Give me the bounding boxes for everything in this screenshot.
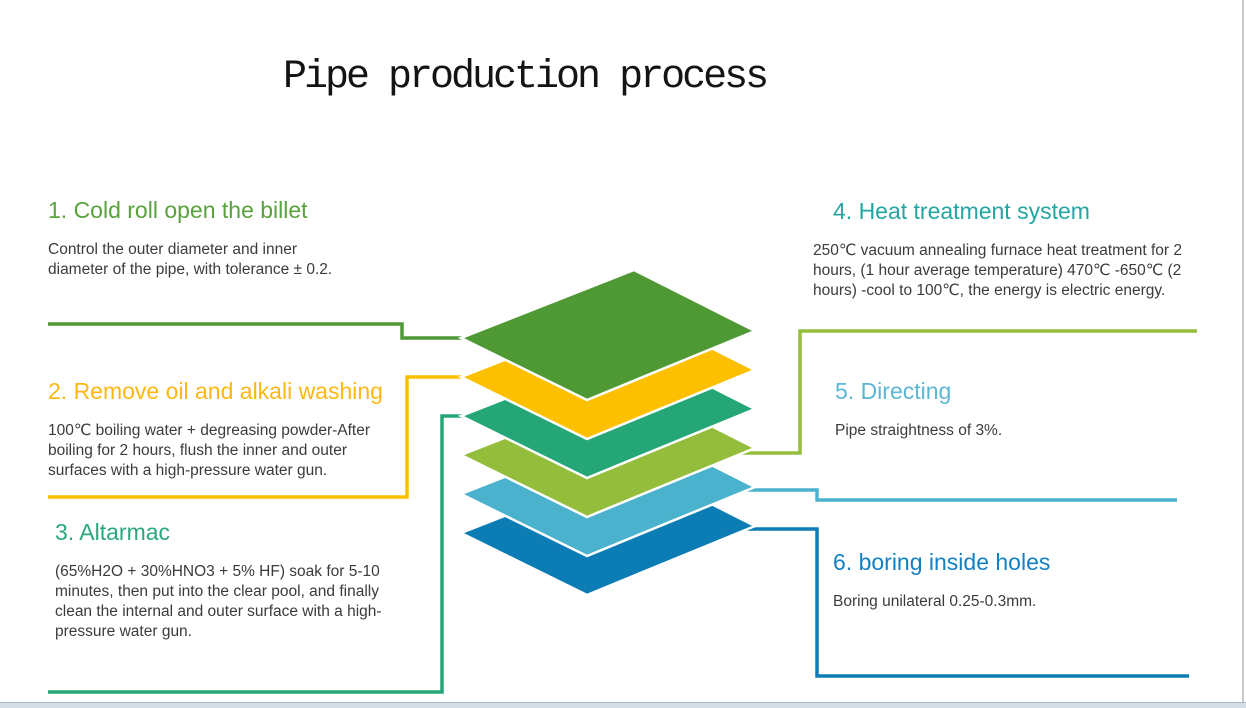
connector-altarmac xyxy=(48,414,470,694)
page-title: Pipe production process xyxy=(283,55,769,100)
section-boring-body: Boring unilateral 0.25-0.3mm. xyxy=(833,593,1037,611)
section-remove-oil: 2. Remove oil and alkali washing 100℃ bo… xyxy=(48,378,443,481)
window-bottom-edge xyxy=(0,702,1246,708)
section-boring-heading: 6. boring inside holes xyxy=(833,549,1051,575)
window-right-edge xyxy=(1242,0,1244,708)
section-cold-roll-heading: 1. Cold roll open the billet xyxy=(48,197,308,223)
connector-directing xyxy=(740,488,1177,502)
section-altarmac: 3. Altarmac (65%H2O + 30%HNO3 + 5% HF) s… xyxy=(55,519,440,642)
connector-boring xyxy=(740,527,1189,678)
section-remove-oil-body: 100℃ boiling water + degreasing powder-A… xyxy=(48,422,370,480)
section-heat-treatment-heading: 4. Heat treatment system xyxy=(833,198,1090,224)
section-cold-roll-body: Control the outer diameter and inner dia… xyxy=(48,241,333,279)
section-directing-heading: 5. Directing xyxy=(835,378,952,404)
section-remove-oil-heading: 2. Remove oil and alkali washing xyxy=(48,378,383,404)
section-boring: 6. boring inside holes Boring unilateral… xyxy=(833,549,1193,612)
layer-1-cold-roll xyxy=(457,268,759,402)
connector-remove-oil xyxy=(48,375,470,499)
section-heat-treatment: 4. Heat treatment system 250℃ vacuum ann… xyxy=(813,198,1213,301)
connector-heat-treatment xyxy=(740,329,1197,455)
section-directing: 5. Directing Pipe straightness of 3%. xyxy=(835,378,1195,441)
section-heat-treatment-body: 250℃ vacuum annealing furnace heat treat… xyxy=(813,242,1182,300)
connector-cold-roll xyxy=(48,322,470,340)
section-altarmac-heading: 3. Altarmac xyxy=(55,519,171,545)
section-altarmac-body: (65%H2O + 30%HNO3 + 5% HF) soak for 5-10… xyxy=(55,563,382,641)
section-directing-body: Pipe straightness of 3%. xyxy=(835,422,1003,440)
section-cold-roll: 1. Cold roll open the billet Control the… xyxy=(48,197,428,280)
